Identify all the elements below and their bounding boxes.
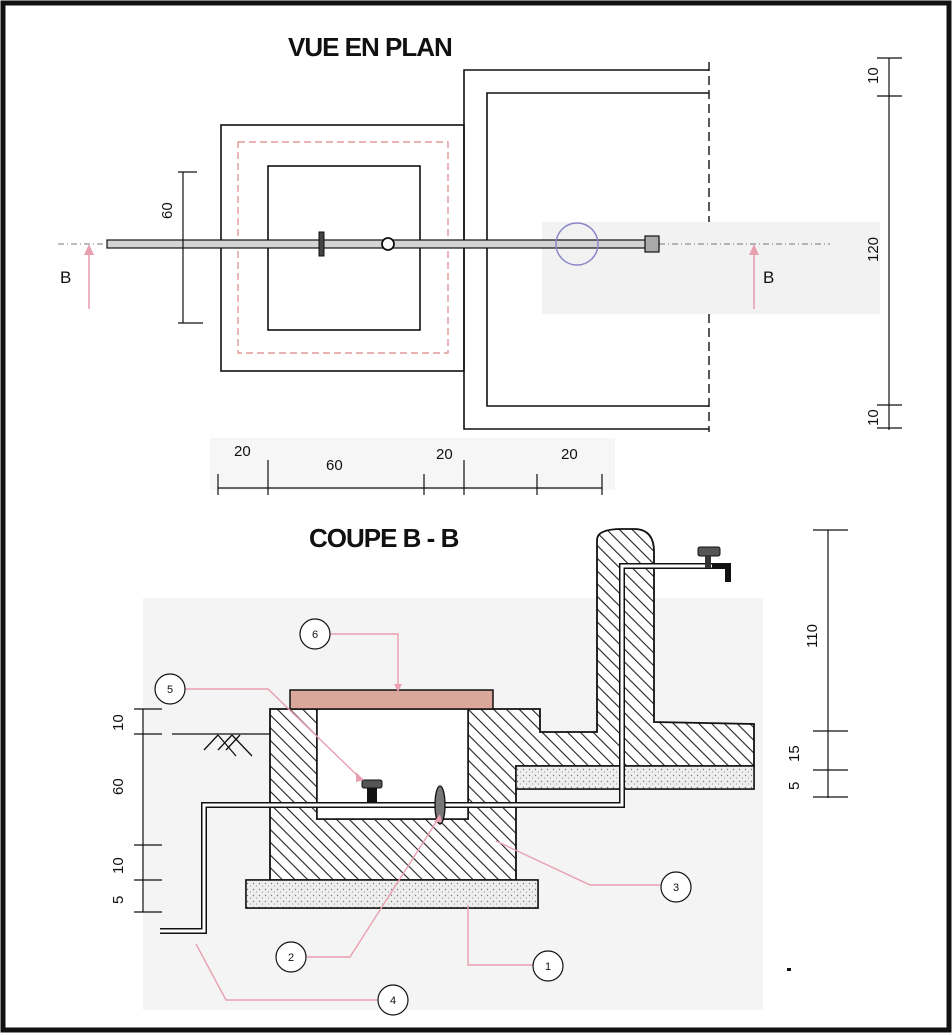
section-mark-right: B bbox=[763, 268, 774, 287]
dim-right-stack-section bbox=[813, 529, 848, 798]
section-arrow-left bbox=[84, 244, 94, 309]
callout-2: 2 bbox=[275, 941, 307, 973]
dim-right-stack bbox=[877, 57, 902, 430]
svg-text:4: 4 bbox=[390, 995, 396, 1007]
plan-view: VUE EN PLAN B B bbox=[58, 32, 902, 495]
dim-left-4: 5 bbox=[110, 896, 127, 904]
dim-right-section-1: 110 bbox=[804, 624, 821, 648]
dim-right-bot: 10 bbox=[865, 409, 882, 426]
dim-bottom-1: 20 bbox=[234, 443, 251, 460]
dim-right-section-3: 5 bbox=[786, 782, 803, 790]
riser-circle bbox=[555, 222, 599, 266]
gate-valve-icon bbox=[434, 785, 446, 825]
dim-left-2: 60 bbox=[110, 778, 127, 795]
dim-bottom-chain bbox=[210, 438, 615, 495]
tap-plan-icon bbox=[644, 235, 660, 253]
dim-valve-box bbox=[178, 171, 203, 324]
dim-left-3: 10 bbox=[110, 857, 127, 874]
callout-5: 5 bbox=[154, 673, 186, 705]
water-tap-icon bbox=[697, 546, 731, 582]
shade-band bbox=[542, 222, 880, 314]
plan-title: VUE EN PLAN bbox=[288, 32, 452, 62]
callout-1: 1 bbox=[532, 950, 564, 982]
dim-left-1: 10 bbox=[110, 714, 127, 731]
dim-valve-box-label: 60 bbox=[159, 202, 176, 219]
dim-right-section-2: 15 bbox=[786, 745, 803, 762]
manhole-cover bbox=[289, 689, 494, 710]
svg-text:5: 5 bbox=[167, 684, 173, 696]
fountain-slab-inner bbox=[486, 92, 709, 407]
section-view: COUPE B - B bbox=[110, 523, 848, 1016]
stopcock-plan-icon bbox=[381, 237, 395, 251]
dim-bottom-2: 60 bbox=[326, 457, 343, 474]
ground-hatch-icon bbox=[203, 734, 253, 757]
section-title: COUPE B - B bbox=[309, 523, 459, 553]
lid-outline-dashed bbox=[237, 141, 449, 354]
svg-text:2: 2 bbox=[288, 952, 294, 964]
dim-bottom-3: 20 bbox=[436, 446, 453, 463]
svg-text:1: 1 bbox=[545, 961, 551, 973]
gate-valve-plan-icon bbox=[318, 231, 325, 257]
stray-mark bbox=[787, 968, 791, 971]
section-arrow-right bbox=[749, 244, 759, 309]
callout-leaders bbox=[185, 633, 660, 1001]
callout-6: 6 bbox=[299, 618, 331, 650]
callout-4: 4 bbox=[377, 984, 409, 1016]
callout-3: 3 bbox=[660, 871, 692, 903]
concrete-structure bbox=[269, 528, 755, 881]
dim-left-stack bbox=[134, 708, 162, 913]
section-mark-left: B bbox=[60, 268, 71, 287]
dim-right-top: 10 bbox=[865, 67, 882, 84]
svg-text:6: 6 bbox=[312, 629, 318, 641]
svg-text:3: 3 bbox=[673, 882, 679, 894]
stopcock-icon bbox=[361, 779, 383, 802]
fountain-slab-outline bbox=[463, 69, 709, 430]
dim-bottom-4: 20 bbox=[561, 446, 578, 463]
dim-right-mid: 120 bbox=[865, 237, 882, 262]
